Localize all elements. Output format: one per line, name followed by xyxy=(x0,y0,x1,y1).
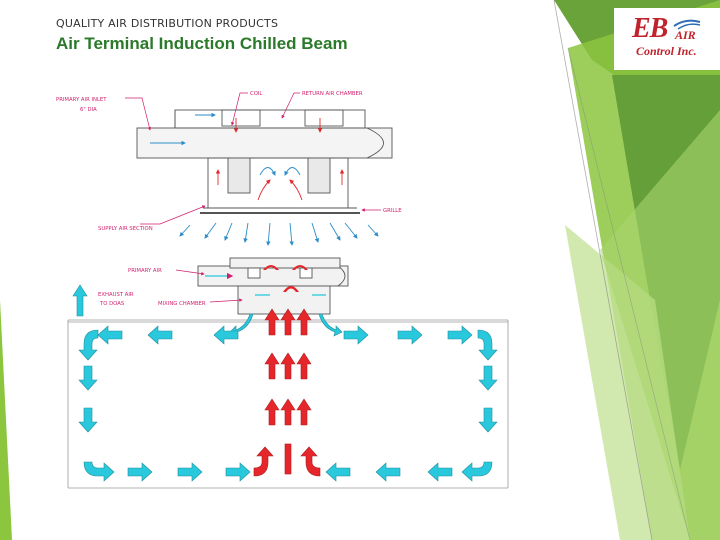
label-exhaust-air: EXHAUST AIR xyxy=(98,292,134,298)
green-shape-pale xyxy=(600,110,720,540)
left-column-arrows xyxy=(78,365,98,433)
corner-turns xyxy=(78,329,498,482)
label-primary-air: PRIMARY AIR xyxy=(128,268,162,274)
beam-airflow-arrows xyxy=(150,112,379,246)
logo-eb-text: EB xyxy=(632,13,668,44)
beam-induced-arrows xyxy=(215,118,345,201)
green-line-2 xyxy=(567,47,691,540)
leader-return-air-chamber xyxy=(281,92,300,119)
label-primary-air-inlet: PRIMARY AIR INLET xyxy=(56,97,107,103)
ceiling-beam-red xyxy=(263,265,308,292)
leader-primary-air xyxy=(175,269,205,276)
company-logo xyxy=(614,8,720,70)
beam-housing xyxy=(136,109,393,214)
green-line-1 xyxy=(553,0,653,540)
leader-coil xyxy=(230,92,248,126)
label-to-doas: TO DOAS xyxy=(99,301,125,307)
right-column-arrows xyxy=(478,365,498,433)
top-row-left-arrows xyxy=(97,325,239,345)
leader-supply-air-section xyxy=(140,205,206,225)
page-title: Air Terminal Induction Chilled Beam xyxy=(56,34,348,53)
logo-swoosh-icon xyxy=(673,19,701,30)
center-red-arrows xyxy=(264,308,312,426)
bottom-row-left-arrows xyxy=(127,462,251,482)
green-shape-light xyxy=(565,225,690,540)
label-mixing-chamber: MIXING CHAMBER xyxy=(158,301,206,307)
label-inlet-dia: 6" DIA xyxy=(80,107,97,113)
top-row-right-arrows xyxy=(343,325,473,345)
logo-air-text: AIR xyxy=(675,28,696,42)
logo-sub-text: Control Inc. xyxy=(636,44,697,58)
leader-mixing-chamber xyxy=(209,298,243,303)
bottom-row-right-arrows xyxy=(325,462,453,482)
label-supply-air-section: SUPPLY AIR SECTION xyxy=(98,226,153,232)
label-coil: COIL xyxy=(250,91,262,97)
header-category: QUALITY AIR DISTRIBUTION PRODUCTS xyxy=(56,17,279,30)
label-return-air-chamber: RETURN AIR CHAMBER xyxy=(302,91,363,97)
exhaust-arrow xyxy=(72,284,88,317)
ceiling-beam-flow xyxy=(205,272,326,296)
green-shape-left-edge xyxy=(0,300,12,540)
label-grille: GRILLE xyxy=(383,208,402,214)
center-red-turns xyxy=(253,443,321,477)
leader-primary-air-inlet xyxy=(125,97,152,131)
